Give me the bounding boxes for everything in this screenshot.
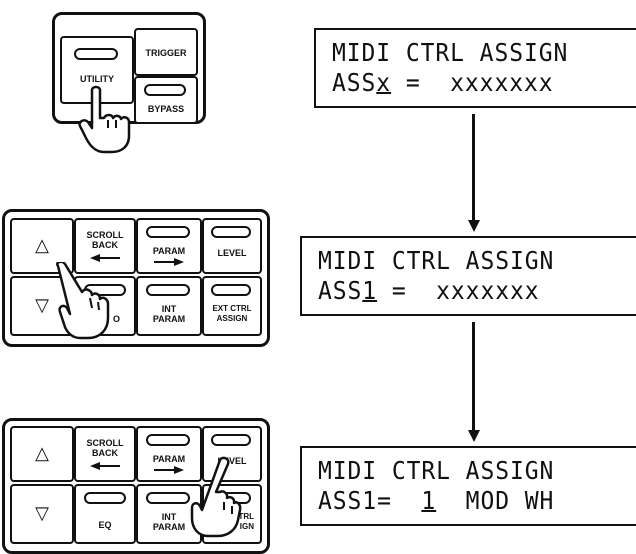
up-button[interactable]: △ bbox=[10, 218, 74, 274]
flow-arrow-1-shaft bbox=[472, 114, 475, 224]
int-param-label-1: INT bbox=[161, 512, 177, 522]
scroll-back-label-2: BACK bbox=[92, 240, 118, 250]
scroll-back-button[interactable]: SCROLL BACK bbox=[74, 426, 136, 482]
down-button[interactable]: ▽ bbox=[10, 484, 74, 544]
int-param-led bbox=[146, 492, 190, 504]
int-param-label-2: PARAM bbox=[152, 522, 186, 532]
lcd-line-1: MIDI CTRL ASSIGN bbox=[318, 456, 555, 485]
param-led bbox=[146, 434, 190, 446]
int-param-led bbox=[146, 284, 190, 296]
up-arrow-icon: △ bbox=[35, 443, 49, 463]
param-label: PARAM bbox=[152, 246, 186, 256]
pressing-hand-icon-3 bbox=[190, 456, 242, 538]
up-button[interactable]: △ bbox=[10, 426, 74, 482]
eq-led bbox=[84, 492, 126, 504]
pressing-hand-icon bbox=[78, 85, 131, 154]
trigger-button[interactable]: TRIGGER bbox=[134, 28, 198, 76]
lcd-line-2: ASSx = xxxxxxx bbox=[332, 70, 554, 96]
scroll-back-label-1: SCROLL bbox=[86, 230, 124, 240]
utility-label: UTILITY bbox=[80, 74, 114, 84]
scroll-back-label-1: SCROLL bbox=[86, 438, 124, 448]
lcd-line-1: MIDI CTRL ASSIGN bbox=[318, 246, 555, 275]
ext-ctrl-label-1: EXT CTRL bbox=[212, 304, 252, 313]
left-arrow-icon bbox=[90, 462, 120, 470]
lcd-line-2-prefix: ASS1= bbox=[318, 486, 422, 515]
int-param-label-2: PARAM bbox=[152, 314, 186, 324]
lcd-display-1: MIDI CTRL ASSIGN ASSx = xxxxxxx bbox=[314, 28, 636, 108]
bypass-button[interactable]: BYPASS bbox=[134, 76, 198, 124]
bypass-label: BYPASS bbox=[147, 104, 185, 114]
bypass-led bbox=[144, 84, 186, 96]
level-label: LEVEL bbox=[217, 456, 247, 466]
down-arrow-icon: ▽ bbox=[35, 503, 49, 523]
lcd-line-1: MIDI CTRL ASSIGN bbox=[332, 38, 569, 67]
level-button[interactable]: LEVEL bbox=[202, 426, 262, 482]
eq-label: O bbox=[112, 314, 120, 324]
param-label: PARAM bbox=[152, 454, 186, 464]
down-arrow-icon: ▽ bbox=[35, 295, 49, 315]
flow-arrow-2-shaft bbox=[472, 322, 475, 434]
ext-ctrl-label-2: ASSIGN bbox=[216, 314, 248, 323]
scroll-back-label-2: BACK bbox=[92, 448, 118, 458]
lcd-line-2: ASS1 = xxxxxxx bbox=[318, 278, 540, 304]
level-button[interactable]: LEVEL bbox=[202, 218, 262, 274]
lcd-cursor: 1 bbox=[421, 486, 437, 515]
level-label: LEVEL bbox=[217, 248, 247, 258]
trigger-label: TRIGGER bbox=[145, 48, 187, 58]
int-param-button[interactable]: INT PARAM bbox=[136, 276, 202, 336]
flow-arrow-2-head bbox=[467, 430, 480, 442]
level-led bbox=[211, 434, 251, 446]
level-led bbox=[211, 226, 251, 238]
param-led bbox=[146, 226, 190, 238]
utility-led bbox=[74, 48, 118, 60]
left-arrow-icon bbox=[90, 254, 120, 262]
lcd-display-3: MIDI CTRL ASSIGN ASS1= 1 MOD WH bbox=[300, 446, 636, 526]
ext-ctrl-assign-button[interactable]: EXT CTRL ASSIGN bbox=[202, 276, 262, 336]
right-arrow-icon bbox=[154, 466, 184, 474]
lcd-line-2: ASS1= 1 MOD WH bbox=[318, 488, 554, 514]
param-button[interactable]: PARAM bbox=[136, 426, 202, 482]
int-param-label-1: INT bbox=[161, 304, 177, 314]
lcd-cursor: x bbox=[376, 68, 392, 97]
param-button[interactable]: PARAM bbox=[136, 218, 202, 274]
lcd-cursor: 1 bbox=[362, 276, 378, 305]
ext-ctrl-label-2: IGN bbox=[239, 522, 254, 531]
scroll-back-button[interactable]: SCROLL BACK bbox=[74, 218, 136, 274]
ext-ctrl-led bbox=[211, 284, 251, 296]
pressing-hand-icon-2 bbox=[56, 262, 110, 340]
lcd-line-2-value: MOD WH bbox=[436, 486, 555, 515]
lcd-line-2-value: = xxxxxxx bbox=[391, 68, 554, 97]
lcd-line-2-prefix: ASS bbox=[332, 68, 377, 97]
lcd-line-2-prefix: ASS bbox=[318, 276, 363, 305]
lcd-line-2-value: = xxxxxxx bbox=[377, 276, 540, 305]
flow-arrow-1-head bbox=[467, 220, 480, 232]
up-arrow-icon: △ bbox=[35, 235, 49, 255]
right-arrow-icon bbox=[154, 258, 184, 266]
ext-ctrl-label-1: CTRL bbox=[232, 512, 254, 521]
eq-label: EQ bbox=[98, 520, 112, 530]
eq-button[interactable]: EQ bbox=[74, 484, 136, 544]
lcd-display-2: MIDI CTRL ASSIGN ASS1 = xxxxxxx bbox=[300, 236, 636, 316]
